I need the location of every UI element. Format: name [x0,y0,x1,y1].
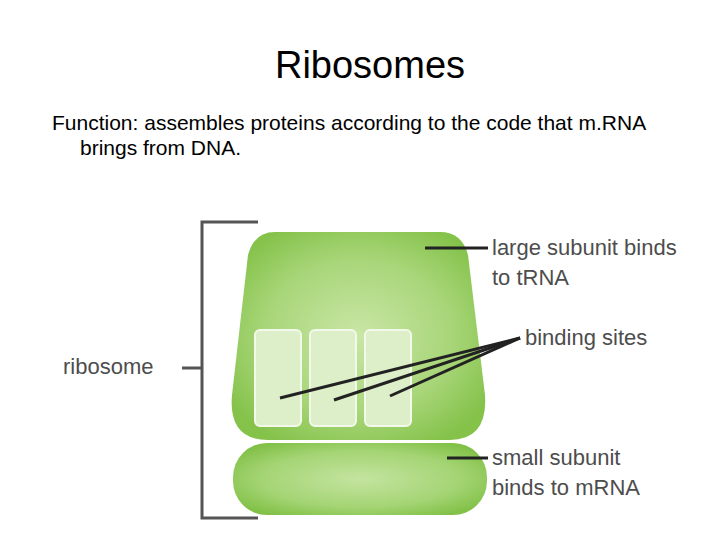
leader-line [425,247,488,250]
small-subunit [233,443,487,515]
callout-label: binding sites [525,323,715,353]
leader-line [390,338,520,396]
callout-label: small subunit binds to mRNA [492,443,677,503]
leader-line [447,457,488,460]
leader-line [280,338,520,398]
leader-line [334,338,520,400]
binding-site [255,330,301,426]
bracket [202,222,258,518]
slide-title: Ribosomes [0,44,720,87]
callout-label: ribosome [63,352,181,382]
callout-label: large subunit binds to tRNA [492,233,677,293]
binding-site [310,330,356,426]
bracket-tick [182,367,202,370]
large-subunit [232,232,486,440]
function-text: Function: assembles proteins according t… [52,110,672,160]
